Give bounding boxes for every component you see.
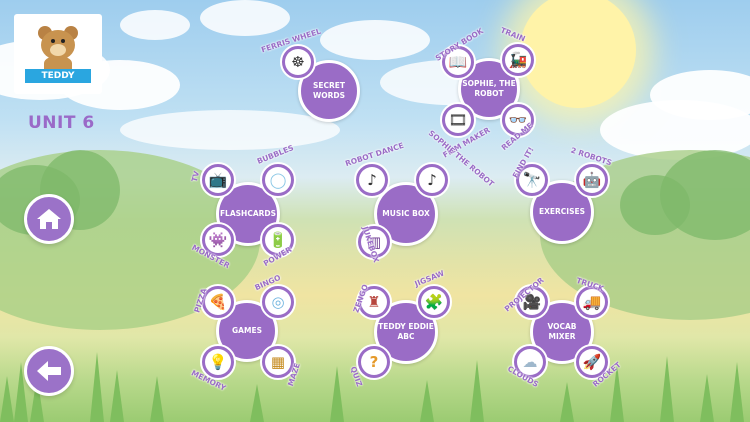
glasses-icon: 👓 <box>508 110 528 129</box>
film-maker-button[interactable]: 🎞 <box>440 102 476 138</box>
home-button[interactable] <box>24 194 74 244</box>
power-button[interactable]: 🔋 <box>260 222 296 258</box>
cloud-icon: ☁ <box>522 352 538 371</box>
bowling-icon: ♜ <box>367 292 381 311</box>
train-icon: 🚂 <box>508 50 528 69</box>
jukebox-icon: ▥ <box>366 232 382 251</box>
two-robots-button[interactable]: 🤖 <box>574 162 610 198</box>
bear-body-icon <box>44 56 72 70</box>
bear-eye-icon <box>51 39 55 43</box>
story-book-button[interactable]: 📖 <box>440 44 476 80</box>
pizza-button[interactable]: 🍕 <box>200 284 236 320</box>
maze-icon: ▦ <box>270 352 286 371</box>
train-label[interactable]: TRAIN <box>499 25 527 44</box>
robot-dance-button[interactable]: ♪ <box>354 162 390 198</box>
book-icon: 📖 <box>448 52 468 71</box>
memory-button[interactable]: 💡 <box>200 344 236 380</box>
ferris-wheel-icon: ☸ <box>291 52 305 71</box>
monster-button[interactable]: 👾 <box>200 222 236 258</box>
back-button[interactable] <box>24 346 74 396</box>
music-note-icon: ♪ <box>367 170 377 189</box>
logo-text: TEDDY EDDIE <box>25 69 91 95</box>
question-icon: ? <box>369 352 379 371</box>
tv-icon: 📺 <box>208 170 228 189</box>
robot-icon: 🤖 <box>582 170 602 189</box>
puzzle-icon: 🧩 <box>424 292 444 311</box>
pizza-icon: 🍕 <box>208 292 228 311</box>
maze-button[interactable]: ▦ <box>260 344 296 380</box>
hub-label: EXERCISES <box>538 207 586 216</box>
jukebox-button[interactable]: ▥ <box>356 224 392 260</box>
home-icon <box>37 209 61 229</box>
bear-eye-icon <box>61 39 65 43</box>
clouds-button[interactable]: ☁ <box>512 344 548 380</box>
hub-label: GAMES <box>232 326 262 335</box>
jigsaw-button[interactable]: 🧩 <box>416 284 452 320</box>
sophie-the-robot-song-button[interactable]: ♪ <box>414 162 450 198</box>
hub-label: FLASHCARDS <box>219 209 277 218</box>
bear-muzzle-icon <box>50 44 66 56</box>
ferris-wheel-button[interactable]: ☸ <box>280 44 316 80</box>
truck-button[interactable]: 🚚 <box>574 284 610 320</box>
telescope-icon: 🔭 <box>522 170 542 189</box>
monster-icon: 👾 <box>208 230 228 249</box>
bubbles-button[interactable]: ◯ <box>260 162 296 198</box>
truck-icon: 🚚 <box>582 292 602 311</box>
bingo-button[interactable]: ◎ <box>260 284 296 320</box>
zengo-button[interactable]: ♜ <box>356 284 392 320</box>
rocket-button[interactable]: 🚀 <box>574 344 610 380</box>
bubble-icon: ◯ <box>269 170 287 189</box>
film-icon: 🎞 <box>448 110 468 129</box>
find-it-button[interactable]: 🔭 <box>514 162 550 198</box>
hub-label: MUSIC BOX <box>382 209 430 218</box>
projector-icon: 🎥 <box>522 292 542 311</box>
read-me-button[interactable]: 👓 <box>500 102 536 138</box>
hub-label: VOCAB MIXER <box>547 322 577 341</box>
rocket-icon: 🚀 <box>582 352 602 371</box>
battery-icon: 🔋 <box>268 230 288 249</box>
quiz-button[interactable]: ? <box>356 344 392 380</box>
hub-label: TEDDY EDDIE ABC <box>378 322 434 341</box>
sun-icon <box>520 0 636 108</box>
music-note-icon: ♪ <box>427 170 437 189</box>
hub-label: SECRET WORDS <box>312 81 346 100</box>
train-button[interactable]: 🚂 <box>500 42 536 78</box>
bingo-icon: ◎ <box>271 292 285 311</box>
lightbulb-icon: 💡 <box>208 352 228 371</box>
projector-button[interactable]: 🎥 <box>514 284 550 320</box>
unit-title: UNIT 6 <box>28 113 95 133</box>
secret-words-hub[interactable]: SECRET WORDS <box>298 60 360 122</box>
back-arrow-icon <box>37 361 61 381</box>
teddy-eddie-logo: TEDDY EDDIE <box>14 14 102 95</box>
hub-label: SOPHIE, THE ROBOT <box>462 79 516 98</box>
tv-button[interactable]: 📺 <box>200 162 236 198</box>
